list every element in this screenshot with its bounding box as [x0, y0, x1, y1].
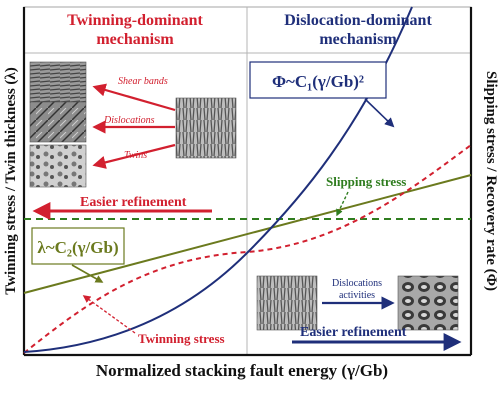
lambda-formula: λ~C₂(γ/Gb) — [37, 238, 118, 257]
easier-refinement-right-label: Easier refinement — [300, 325, 407, 340]
twinning-stress-pointer — [82, 295, 136, 334]
phi-formula: Φ~C₁(γ/Gb)² — [272, 72, 364, 91]
micrograph-twins — [29, 144, 87, 188]
y-right-axis-label: Slipping stress / Recovery rate (Φ) — [483, 71, 499, 291]
micrograph-before — [256, 275, 318, 331]
lambda-formula-pointer — [71, 264, 104, 283]
label-dislocations: Dislocations — [103, 115, 155, 126]
arrow-shear-bands — [92, 83, 176, 112]
lambda-linear-line — [23, 174, 472, 294]
arrow-twins — [92, 143, 176, 169]
slipping-stress-pointer — [336, 191, 349, 217]
micrograph-dislocations — [29, 101, 87, 143]
phi-formula-pointer — [364, 98, 395, 128]
phi-formula-box — [249, 61, 387, 99]
micrograph-after — [397, 275, 459, 331]
dislocation-activities-line1: Dislocations — [332, 278, 382, 289]
phi-parabola-curve — [23, 6, 413, 353]
y-left-axis-label: Twinning stress / Twin thickness (λ) — [3, 67, 19, 295]
x-axis-label: Normalized stacking fault energy (γ/Gb) — [96, 361, 388, 380]
right-header-line2: mechanism — [319, 31, 397, 48]
lambda-formula-box — [31, 227, 125, 265]
easier-refinement-left-label: Easier refinement — [80, 195, 187, 210]
left-header-line1: Twinning-dominant — [67, 12, 203, 29]
slipping-stress-label: Slipping stress — [326, 174, 406, 189]
left-header-line2: mechanism — [96, 31, 174, 48]
label-shear-bands: Shear bands — [118, 76, 168, 87]
right-header-line1: Dislocation-dominant — [284, 12, 432, 29]
micrograph-shear-bands — [29, 61, 87, 103]
micrograph-source — [175, 97, 237, 159]
twinning-stress-label: Twinning stress — [138, 331, 225, 346]
dislocation-activities-line2: activities — [339, 290, 375, 301]
label-twins: Twins — [124, 150, 147, 161]
